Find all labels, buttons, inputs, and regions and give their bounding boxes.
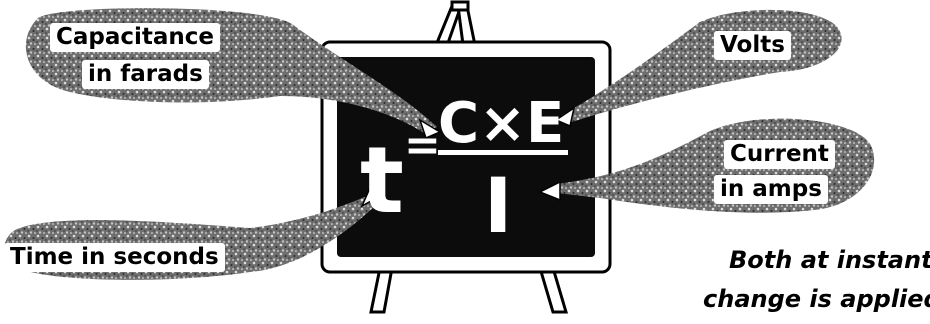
formula-equals: = xyxy=(404,120,441,171)
label-capacitance: Capacitance xyxy=(50,23,220,52)
fraction-bar xyxy=(438,150,568,155)
formula-numerator: C×E xyxy=(438,91,564,156)
note-line-1: Both at instant xyxy=(729,242,930,278)
formula-denominator: I xyxy=(484,161,512,250)
formula-t: t xyxy=(360,127,404,234)
label-in-farads: in farads xyxy=(82,60,209,89)
label-volts: Volts xyxy=(714,31,791,60)
label-current: Current xyxy=(724,140,835,169)
label-time-in-seconds: Time in seconds xyxy=(4,243,225,272)
note-line-2: change is applied xyxy=(703,281,930,317)
label-in-amps: in amps xyxy=(714,175,828,204)
